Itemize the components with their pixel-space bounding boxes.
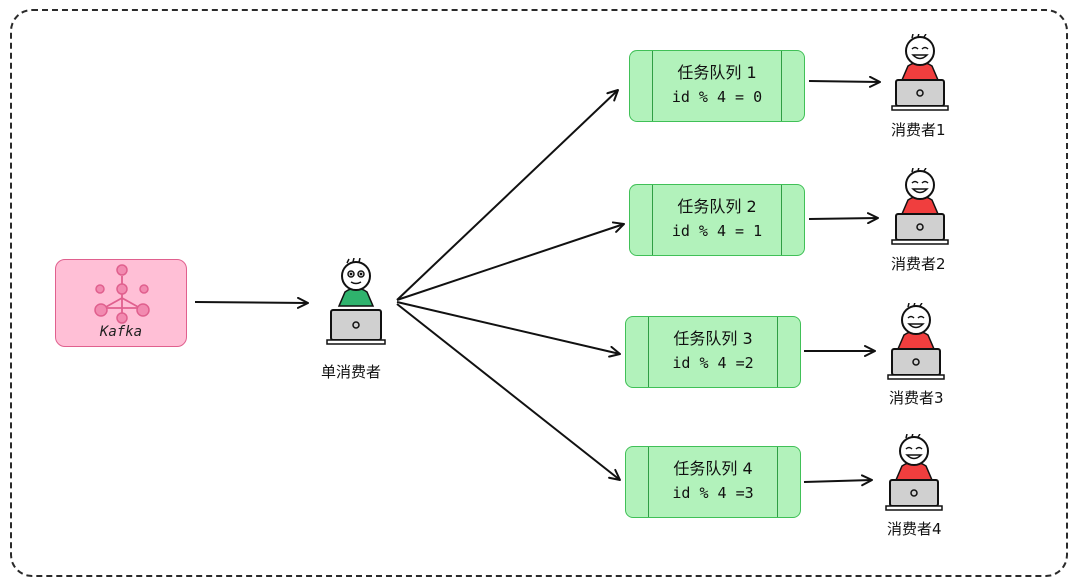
task-queue-3: 任务队列 3 id % 4 =2 [625, 316, 801, 388]
consumer-avatar-icon [891, 34, 949, 111]
task-queue-2: 任务队列 2 id % 4 = 1 [629, 184, 805, 256]
queue-title: 任务队列 2 [677, 197, 757, 216]
queue-divider [652, 185, 653, 255]
consumer-4-figure [882, 434, 946, 514]
arrow-queue-1-to-consumer-1 [808, 75, 881, 88]
queue-rule: id % 4 =2 [672, 354, 754, 372]
queue-divider [648, 317, 649, 387]
task-queue-4: 任务队列 4 id % 4 =3 [625, 446, 801, 518]
consumer-2-label: 消费者2 [891, 255, 946, 273]
queue-title: 任务队列 4 [673, 459, 753, 478]
queue-divider [777, 317, 778, 387]
consumer-avatar-icon [885, 434, 943, 511]
diagram-frame [10, 9, 1068, 577]
single-consumer-figure [323, 258, 389, 348]
arrow-kafka-to-consumer [194, 296, 309, 309]
consumer-1-label: 消费者1 [891, 121, 946, 139]
arrow-to-queue-3 [396, 301, 621, 358]
queue-rule: id % 4 = 1 [671, 222, 763, 240]
consumer-1-figure [888, 34, 952, 114]
consumer-avatar-icon [887, 303, 945, 380]
queue-title: 任务队列 1 [677, 63, 757, 82]
consumer-2-figure [888, 168, 952, 248]
queue-title: 任务队列 3 [673, 329, 753, 348]
kafka-icon [94, 264, 150, 324]
queue-divider [777, 447, 778, 517]
consumer-3-label: 消费者3 [889, 389, 944, 407]
consumer-4-label: 消费者4 [887, 520, 942, 538]
queue-divider [652, 51, 653, 121]
consumer-3-figure [884, 303, 948, 383]
arrow-to-queue-4 [396, 303, 621, 481]
queue-divider [781, 51, 782, 121]
kafka-label: Kafka [99, 324, 143, 340]
arrow-queue-2-to-consumer-2 [808, 212, 879, 225]
consumer-avatar-icon [326, 258, 386, 345]
queue-divider [781, 185, 782, 255]
single-consumer-label: 单消费者 [321, 363, 382, 381]
arrow-queue-4-to-consumer-4 [803, 474, 873, 487]
task-queue-1: 任务队列 1 id % 4 = 0 [629, 50, 805, 122]
kafka-source: Kafka [55, 259, 187, 347]
arrow-to-queue-2 [396, 221, 625, 301]
queue-rule: id % 4 = 0 [671, 88, 763, 106]
arrow-to-queue-1 [396, 89, 619, 301]
queue-rule: id % 4 =3 [672, 484, 754, 502]
queue-divider [648, 447, 649, 517]
consumer-avatar-icon [891, 168, 949, 245]
